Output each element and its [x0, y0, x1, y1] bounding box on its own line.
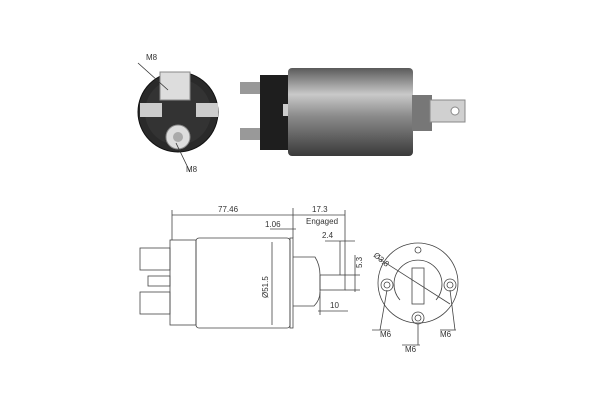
- drawing-side-view: [139, 208, 360, 329]
- drawing-end-view: [372, 242, 459, 346]
- dim-shaft-length: 10: [330, 301, 339, 310]
- engaged-label: Engaged: [306, 217, 338, 226]
- dim-flange-gap: 1.06: [265, 220, 281, 229]
- dim-shaft-tip: 2.4: [322, 231, 334, 240]
- m8-label-top: M8: [146, 53, 158, 62]
- dim-engaged-travel: 17.3: [312, 205, 328, 214]
- photo-end-view: M8 M8: [137, 53, 219, 174]
- mount-hole-right: M6: [440, 330, 452, 339]
- m8-label-bottom: M8: [186, 165, 198, 174]
- mount-hole-left: M6: [380, 330, 392, 339]
- dim-shaft-height: 5.3: [355, 256, 364, 268]
- dim-overall-length: 77.46: [218, 205, 239, 214]
- photo-side-view: [240, 68, 466, 156]
- mount-hole-bottom: M6: [405, 345, 417, 354]
- dim-body-diameter: Ø51.5: [261, 276, 270, 298]
